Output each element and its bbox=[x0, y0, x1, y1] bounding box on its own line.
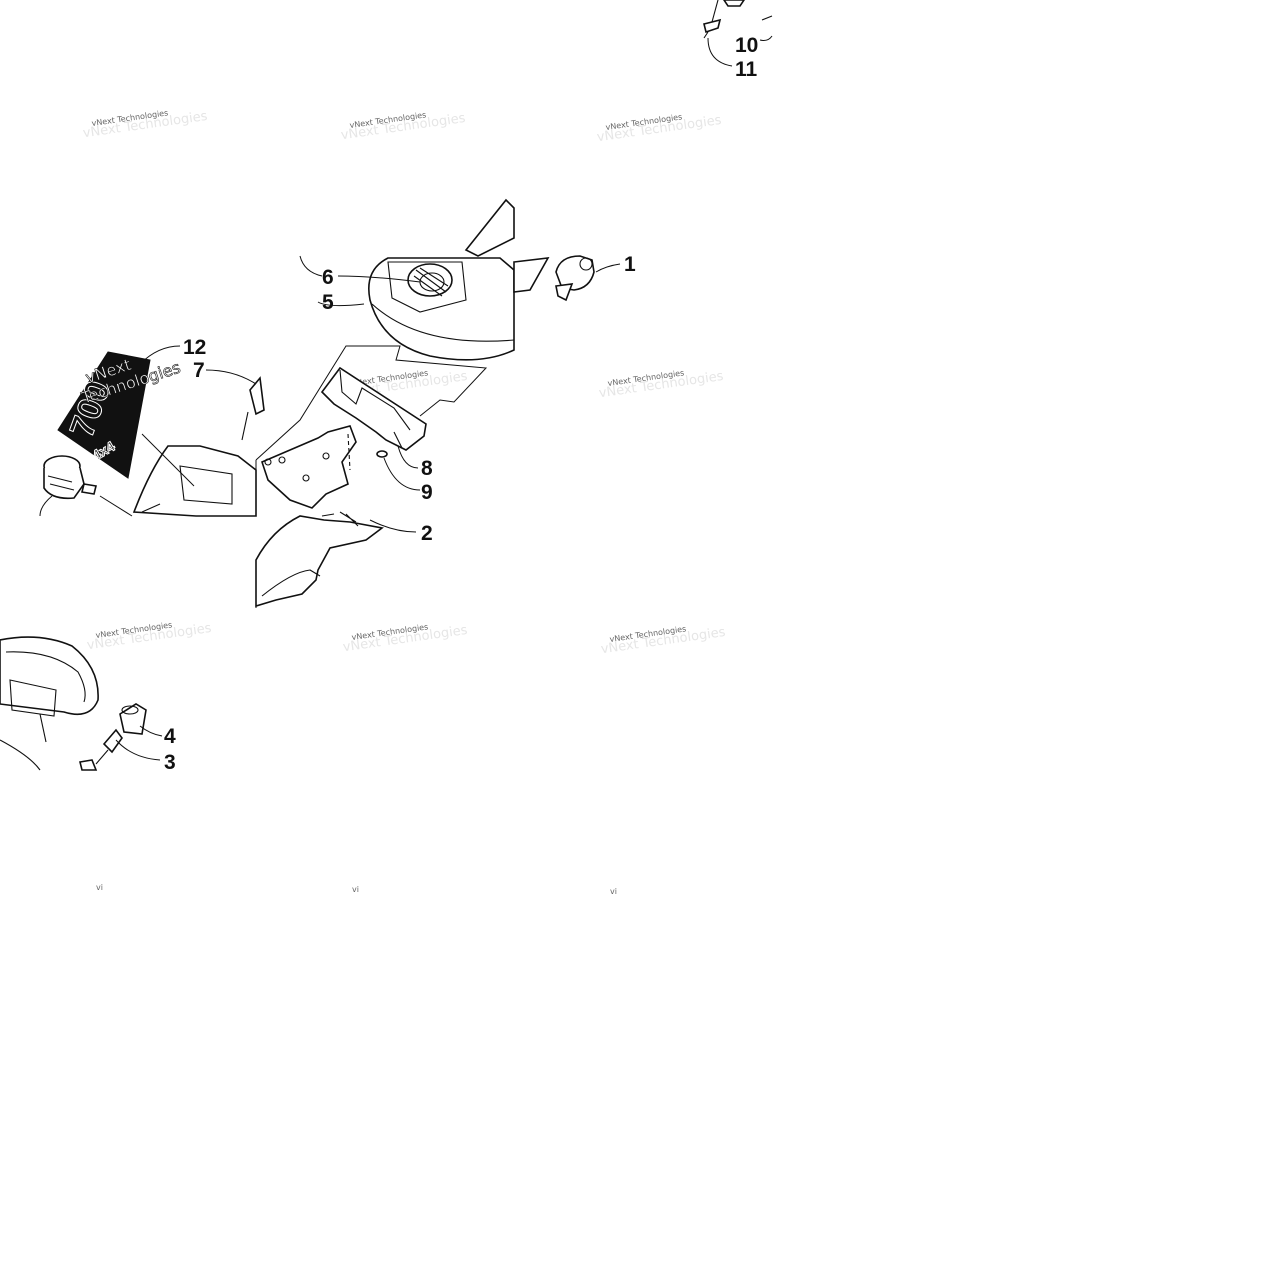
callout-4: 4 bbox=[164, 725, 176, 748]
watermark-fragment: vi bbox=[96, 883, 103, 892]
callout-labels: 1 2 3 4 5 6 7 8 9 10 11 12 bbox=[164, 34, 758, 774]
key-part-3 bbox=[79, 728, 123, 771]
callout-10: 10 bbox=[735, 34, 758, 57]
pin-part-9 bbox=[376, 450, 388, 458]
switch-part-1 bbox=[555, 255, 595, 302]
watermark-fragment: vi bbox=[352, 885, 359, 894]
callout-3: 3 bbox=[164, 751, 176, 774]
pod-upper-assembly bbox=[368, 198, 550, 361]
callout-1: 1 bbox=[624, 253, 636, 276]
callout-7: 7 bbox=[193, 359, 205, 382]
callout-2: 2 bbox=[421, 522, 433, 545]
callout-5: 5 bbox=[322, 291, 334, 314]
knob-part-4 bbox=[119, 703, 147, 735]
callout-8: 8 bbox=[421, 457, 433, 480]
gauge-part-lower bbox=[0, 636, 99, 771]
callout-11: 11 bbox=[735, 58, 758, 81]
fastener-parts-top bbox=[703, 0, 773, 67]
callout-leaders bbox=[115, 255, 621, 761]
socket-leaders bbox=[39, 433, 195, 517]
watermark-fragment: vi bbox=[610, 887, 617, 896]
bolt-part-7 bbox=[241, 376, 265, 441]
lower-housing bbox=[255, 511, 384, 608]
bracket-part-8 bbox=[320, 366, 427, 451]
mount-plate bbox=[261, 425, 357, 509]
callout-6: 6 bbox=[322, 266, 334, 289]
gauge-housing bbox=[132, 445, 257, 517]
callout-9: 9 bbox=[421, 481, 433, 504]
decal-shape bbox=[57, 351, 151, 479]
callout-12: 12 bbox=[183, 336, 206, 359]
power-socket bbox=[43, 455, 97, 500]
